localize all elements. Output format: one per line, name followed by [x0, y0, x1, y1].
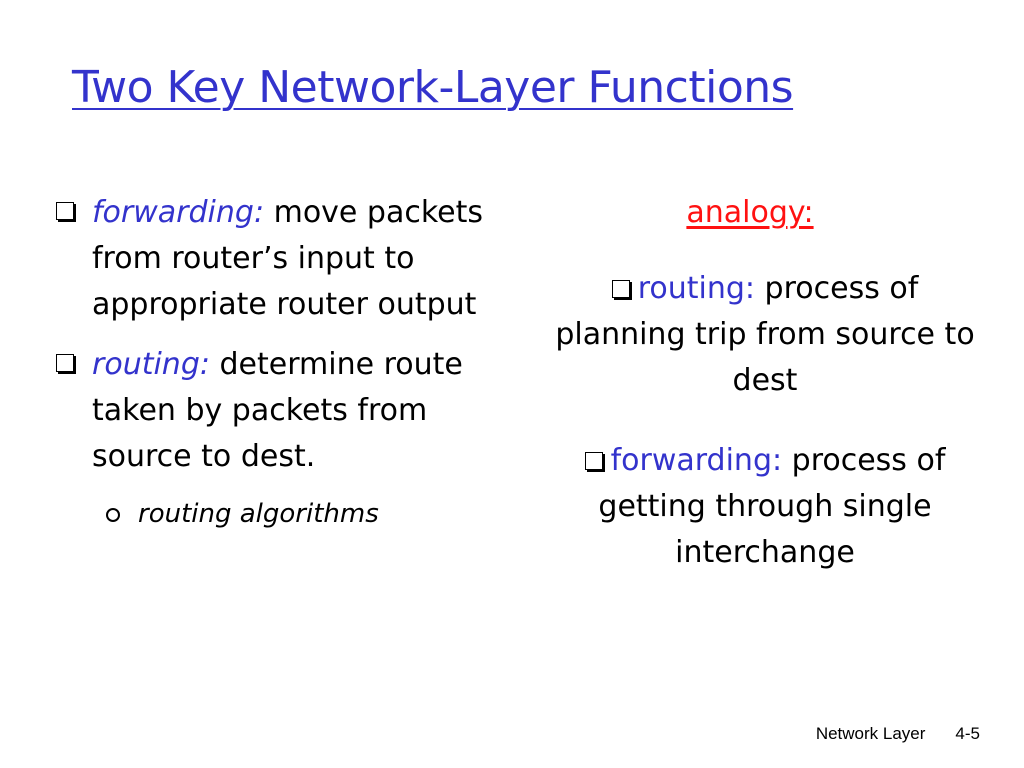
bullet-keyword: routing: — [92, 347, 210, 382]
square-box-icon — [611, 280, 630, 298]
footer-page-number: 4-5 — [955, 724, 980, 743]
bullet-text: move packets from router’s input to appr… — [92, 195, 483, 322]
square-box-icon — [56, 354, 74, 372]
ring-icon — [106, 508, 120, 522]
analogy-heading: analogy: — [686, 195, 814, 230]
bullet-keyword: forwarding: — [610, 443, 783, 478]
bullet-keyword: forwarding: — [92, 195, 265, 230]
bullet-text: process of planning trip from source to … — [555, 271, 975, 398]
left-column: forwarding: move packets from router’s i… — [54, 190, 514, 534]
sub-bullet-routing-algorithms: routing algorithms — [54, 494, 514, 534]
analogy-bullet-routing: routing: process of planning trip from s… — [555, 266, 975, 404]
slide-footer: Network Layer 4-5 — [816, 724, 980, 744]
bullet-keyword: routing: — [637, 271, 755, 306]
footer-section: Network Layer — [815, 724, 926, 743]
bullet-forwarding: forwarding: move packets from router’s i… — [54, 190, 514, 328]
square-box-icon — [584, 452, 603, 470]
bullet-routing: routing: determine route taken by packet… — [54, 342, 514, 480]
square-box-icon — [56, 202, 74, 220]
sub-bullet-text: routing algorithms — [138, 499, 379, 529]
bullet-text: determine route taken by packets from so… — [92, 347, 463, 474]
analogy-bullet-forwarding: forwarding: process of getting through s… — [555, 438, 975, 576]
right-column: analogy: routing: process of planning tr… — [555, 190, 975, 610]
slide-title: Two Key Network-Layer Functions — [72, 62, 794, 113]
bullet-text: process of getting through single interc… — [598, 443, 946, 570]
